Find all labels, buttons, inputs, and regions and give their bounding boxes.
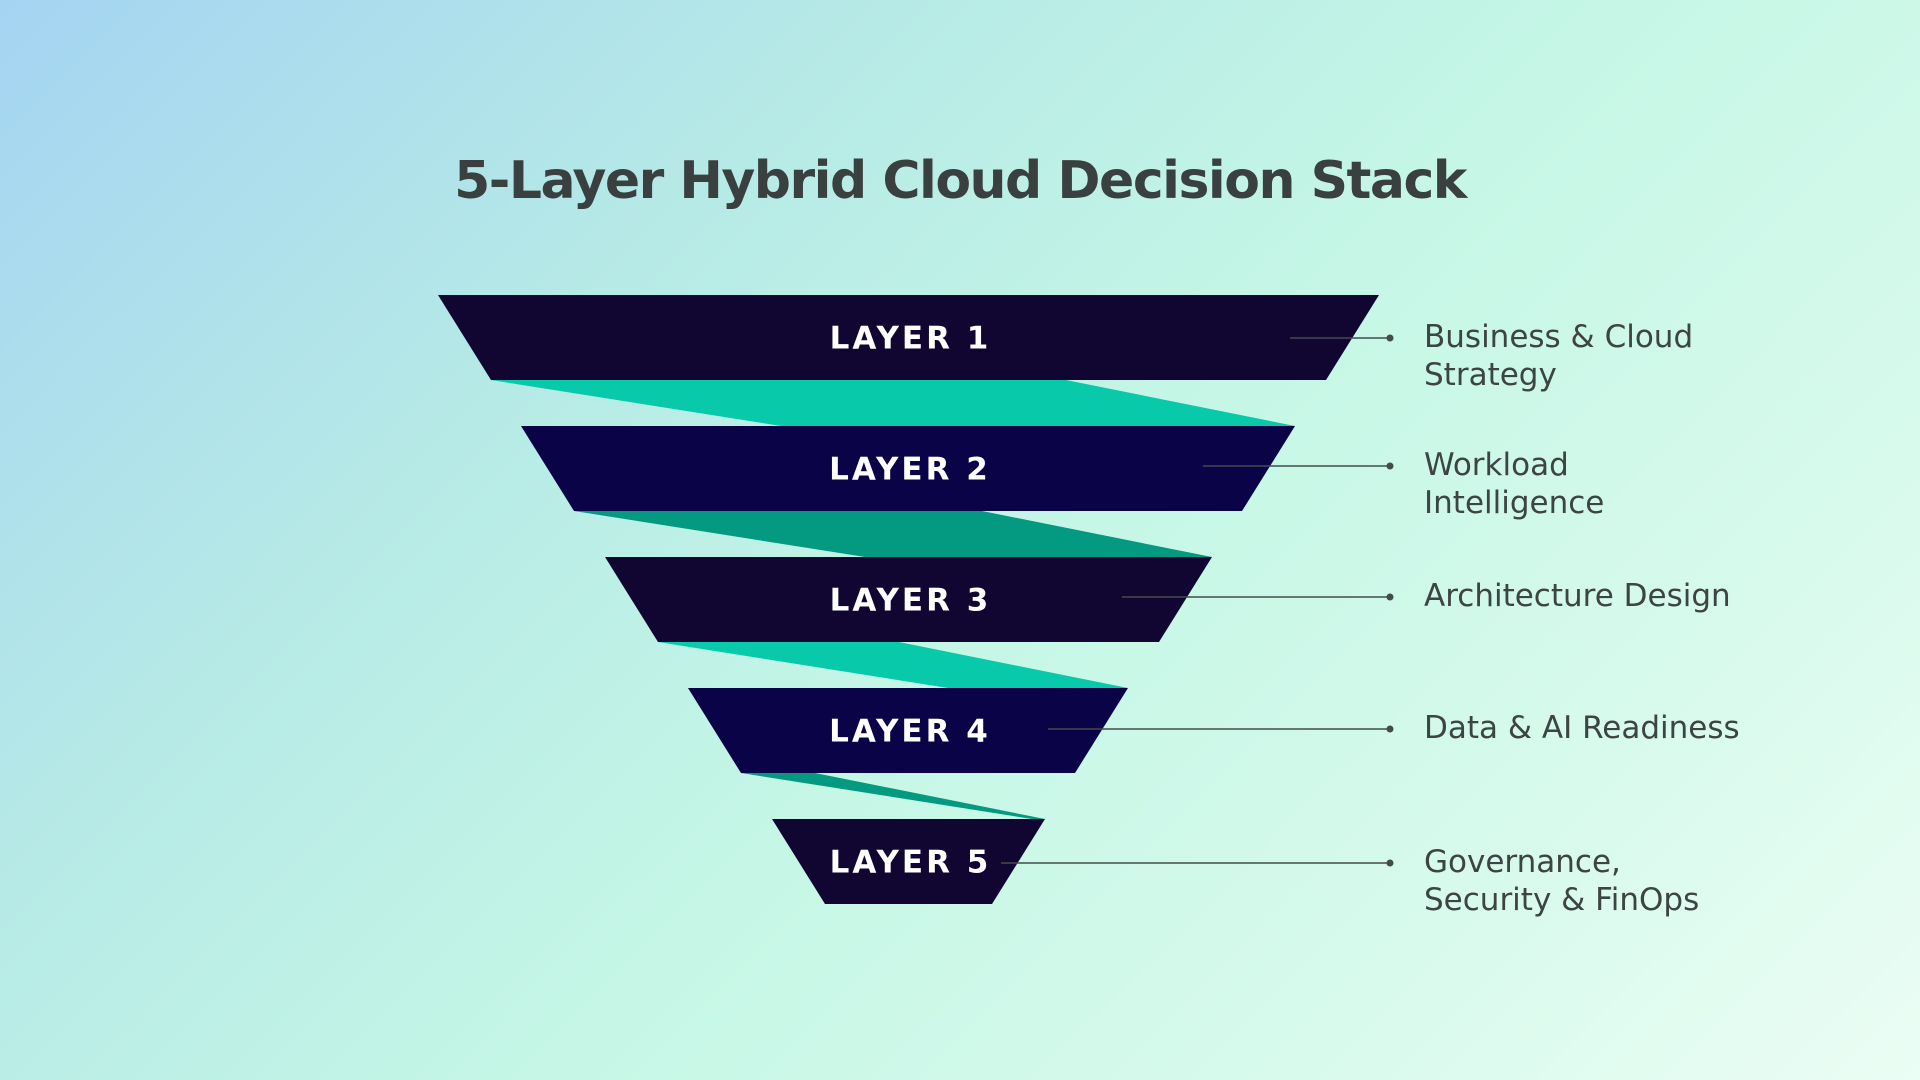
- layer-1-band: [438, 295, 1379, 380]
- layer-labels: LAYER 1 LAYER 2 LAYER 3 LAYER 4 LAYER 5: [829, 321, 992, 881]
- layer-5-description: Governance, Security & FinOps: [1424, 843, 1699, 919]
- connector-band-3: [658, 642, 1128, 688]
- layer-3-description: Architecture Design: [1424, 577, 1731, 615]
- layer-5-description-line-1: Governance,: [1424, 844, 1621, 880]
- layer-3-description-line-1: Architecture Design: [1424, 578, 1731, 614]
- layer-2-leader-dot: [1386, 462, 1394, 470]
- layer-1-description: Business & Cloud Strategy: [1424, 318, 1693, 394]
- leader-lines: [1001, 334, 1394, 867]
- layer-5-leader-dot: [1386, 859, 1394, 867]
- layer-2-band: [521, 426, 1295, 511]
- diagram-title: 5-Layer Hybrid Cloud Decision Stack: [454, 151, 1467, 211]
- funnel-layers: [438, 295, 1379, 904]
- connector-band-2: [574, 511, 1212, 557]
- layer-5-description-line-2: Security & FinOps: [1424, 882, 1700, 918]
- layer-5-band: [772, 819, 1045, 904]
- layer-1-leader-dot: [1386, 334, 1394, 342]
- layer-3-label: LAYER 3: [830, 583, 992, 619]
- layer-3-band: [605, 557, 1212, 642]
- layer-4-description-line-1: Data & AI Readiness: [1424, 710, 1740, 746]
- layer-1-label: LAYER 1: [830, 321, 992, 357]
- connector-band-4: [741, 773, 1045, 819]
- layer-2-label: LAYER 2: [829, 452, 991, 488]
- layer-1-description-line-1: Business & Cloud: [1424, 319, 1694, 355]
- layer-3-leader-dot: [1386, 593, 1394, 601]
- layer-4-band: [688, 688, 1128, 773]
- connector-band-1: [491, 380, 1295, 426]
- layer-4-description: Data & AI Readiness: [1424, 709, 1740, 747]
- layer-4-label: LAYER 4: [829, 714, 991, 750]
- layer-5-label: LAYER 5: [830, 845, 992, 881]
- layer-2-description-line-1: Workload: [1424, 447, 1569, 483]
- funnel-connectors: [491, 380, 1295, 819]
- layer-1-description-line-2: Strategy: [1424, 357, 1557, 393]
- layer-4-leader-dot: [1386, 725, 1394, 733]
- layer-2-description: Workload Intelligence: [1424, 446, 1604, 522]
- layer-2-description-line-2: Intelligence: [1424, 485, 1605, 521]
